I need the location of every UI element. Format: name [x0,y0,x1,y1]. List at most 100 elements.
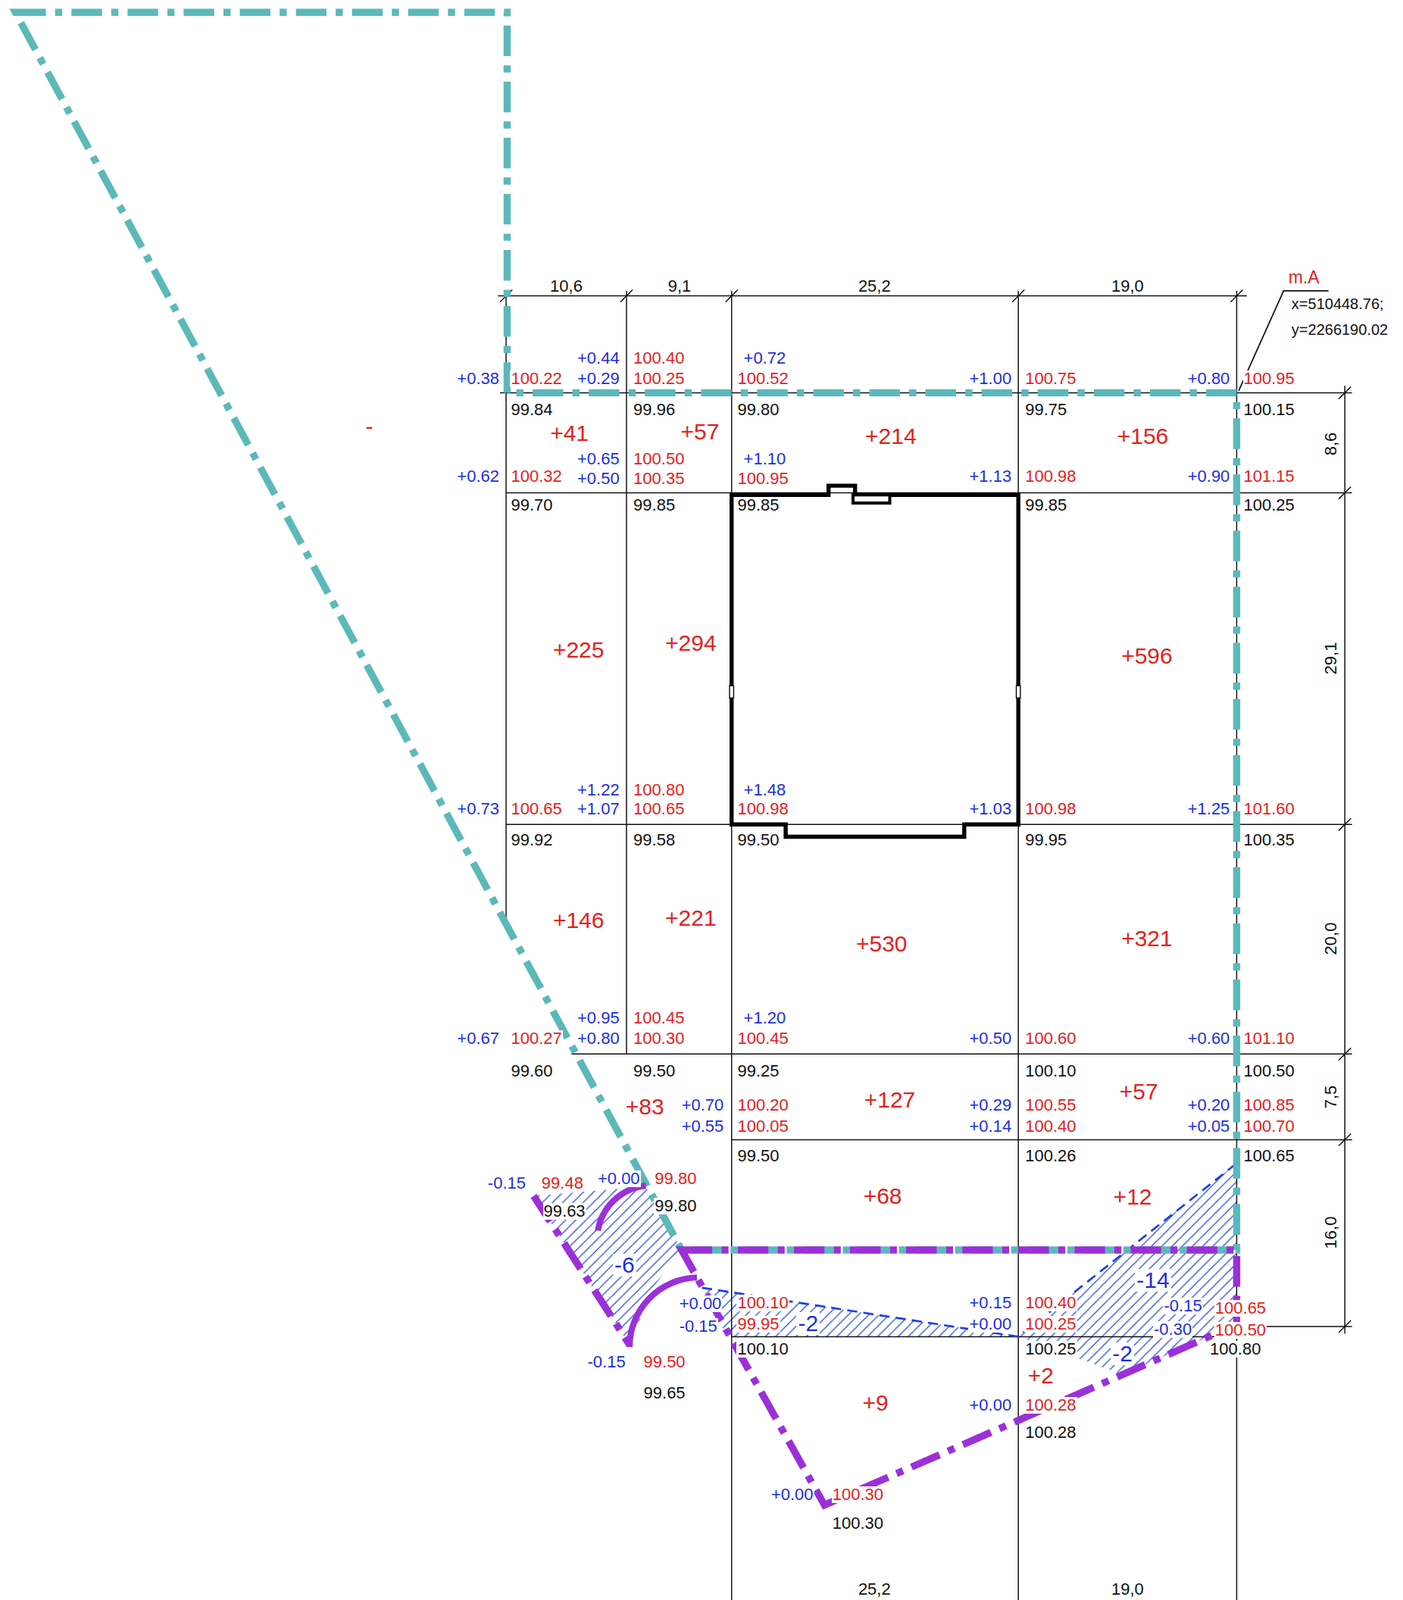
volume-number: -2 [797,1312,819,1335]
elevation-label: 100.10 [736,1340,789,1358]
elevation-label: 99.80 [653,1170,697,1188]
elevation-label: +0.00 [678,1295,723,1313]
elevation-label: 100.98 [1024,468,1077,485]
elevation-label: 100.25 [1024,1315,1077,1333]
elevation-label: +0.00 [596,1170,641,1188]
volume-cell: +214 [863,424,919,448]
elevation-label: 100.50 [632,450,685,468]
elevation-label: 99.50 [736,1147,780,1165]
dimension-text: 29,1 [1323,640,1341,675]
elevation-label: 99.85 [632,496,676,514]
elevation-label: 100.60 [1024,1030,1077,1047]
volume-cell: +57 [1118,1080,1160,1104]
elevation-label: 100.50 [1243,1062,1296,1080]
elevation-label: 100.98 [1024,800,1077,818]
volume-cell: +12 [1112,1185,1154,1209]
volume-cell: +2 [1026,1364,1056,1388]
elevation-label: 100.25 [632,370,685,388]
volume-cell: +146 [551,909,607,932]
elevation-label: +0.73 [456,800,500,818]
elevation-label: 100.30 [831,1515,885,1532]
elevation-label: 100.26 [1024,1147,1077,1165]
volume-cell: -6 [612,1253,637,1277]
volume-number: +127 [864,1088,916,1112]
elevation-label: +0.70 [681,1096,725,1114]
elevation-label: 100.28 [1024,1424,1077,1441]
elevation-label: 99.50 [643,1353,687,1371]
grid-line [499,290,1353,1600]
dimension-text: 7,5 [1323,1084,1341,1110]
volume-number: +225 [553,638,605,662]
elevation-label: +0.20 [1187,1096,1232,1114]
elevation-label: 100.30 [632,1030,685,1047]
volume-cell: +9 [861,1391,891,1415]
volume-number: +57 [1119,1080,1159,1104]
volume-number: +321 [1121,927,1173,950]
dimension-text: 8,6 [1323,431,1341,457]
elevation-label: 99.85 [1024,496,1068,514]
volume-number: +596 [1121,644,1173,668]
dimension-text: 20,0 [1323,921,1341,957]
elevation-label: 100.25 [1243,496,1296,514]
elevation-label: 99.25 [736,1062,780,1080]
elevation-label: +0.00 [770,1486,815,1503]
volume-cell: +156 [1115,424,1171,448]
elevation-label: +1.20 [743,1009,788,1027]
volume-number: +41 [549,421,589,445]
volume-number: +68 [863,1184,903,1208]
elevation-label: 99.85 [736,496,780,514]
building-step [853,494,890,504]
elevation-label: 100.98 [736,800,789,818]
elevation-label: 99.92 [509,831,554,849]
elevation-label: 100.32 [509,468,563,485]
elevation-label: 100.52 [736,370,789,388]
elevation-label: 99.95 [1024,831,1068,849]
elevation-label: 100.40 [1024,1118,1077,1135]
elevation-label: +0.72 [743,349,788,367]
elevation-label: 100.65 [1214,1299,1267,1317]
volume-cell: -2 [1110,1342,1135,1366]
elevation-label: 99.84 [509,401,554,419]
elevation-label: -0.15 [487,1174,527,1192]
elevation-label: +0.38 [456,370,500,388]
elevation-label: +0.80 [576,1030,621,1047]
elevation-label: 100.30 [831,1486,885,1503]
volume-number: +214 [865,424,917,448]
elevation-label: 101.10 [1243,1030,1296,1047]
elevation-label: 100.25 [1024,1340,1077,1358]
volume-cell: +41 [548,421,591,445]
elevation-label: +0.15 [968,1294,1013,1312]
dimension-text: 25,2 [857,1581,892,1598]
dimension-text: 19,0 [1110,278,1145,295]
elevation-label: 100.40 [1024,1294,1077,1312]
elevation-label: m.A [1287,268,1321,287]
elevation-label: +0.50 [968,1030,1013,1047]
elevation-label: y=2266190.02 [1290,321,1389,338]
dimension-text: 10,6 [549,278,584,295]
elevation-label: +1.22 [576,781,621,799]
volume-cell: +68 [862,1184,904,1208]
elevation-label: +0.05 [1187,1118,1232,1135]
volume-number: +12 [1113,1185,1153,1209]
elevation-label: 100.50 [1214,1321,1267,1339]
dimension-text: 9,1 [667,278,693,295]
volume-number: +83 [625,1095,665,1119]
elevation-label: 100.95 [736,470,789,488]
elevation-label: 99.50 [632,1062,676,1080]
elevation-label: -0.30 [1153,1321,1193,1338]
elevation-label: 100.20 [736,1096,789,1114]
cut-hatch [702,1287,1019,1338]
volume-cell: +127 [862,1088,918,1112]
elevation-label: +0.55 [681,1118,725,1135]
elevation-label: 100.95 [1243,370,1296,388]
elevation-label: 100.85 [1243,1096,1296,1114]
building-opening [729,685,734,698]
elevation-label: +0.00 [968,1315,1013,1333]
elevation-label: 100.05 [736,1118,789,1135]
building-outline [731,485,1019,837]
elevation-label: 99.48 [540,1174,585,1192]
elevation-label: 100.45 [736,1030,789,1047]
elevation-label: 99.75 [1024,401,1068,419]
volume-number: +146 [553,909,605,932]
